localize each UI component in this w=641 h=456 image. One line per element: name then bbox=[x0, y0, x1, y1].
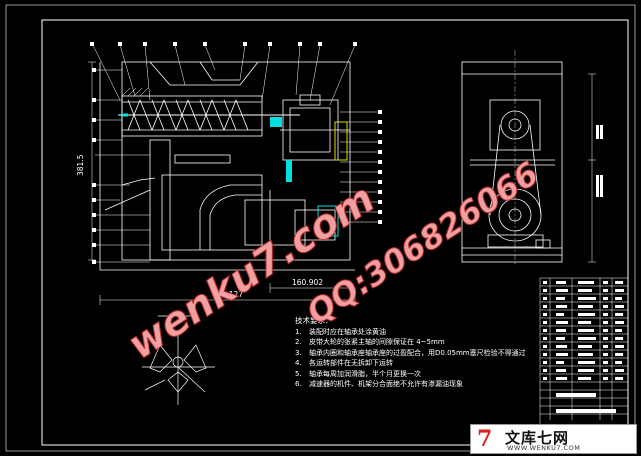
site-logo[interactable]: 7 文库七网 WWW.WENKU7.COM bbox=[470, 424, 637, 454]
tech-requirement-item: 4.各运转部件在无拆卸下运转 bbox=[295, 359, 393, 367]
dim-width-total: 431.127 bbox=[212, 290, 244, 299]
dim-width-partial: 160.902 bbox=[292, 278, 324, 287]
leader-lines-right bbox=[340, 111, 378, 223]
leader-lines-left bbox=[95, 69, 150, 263]
technical-requirements: 技术要求： 1.装配时应在轴承处涂黄油 2.皮带大轮的张紧主轴的间隙保证在 4~… bbox=[295, 316, 565, 390]
tech-requirement-item: 2.皮带大轮的张紧主轴的间隙保证在 4~5mm bbox=[295, 338, 445, 346]
title-block-glyphs bbox=[543, 281, 624, 413]
tech-requirements-title: 技术要求： bbox=[295, 316, 333, 325]
logo-name: 文库七网 bbox=[505, 429, 570, 447]
dim-height-left: 381.5 bbox=[76, 154, 85, 176]
detail-view bbox=[142, 315, 215, 405]
tech-requirement-item: 3.轴承内圈和轴承座轴承座的过盈配合，用D0.05mm塞尺检验不得通过 bbox=[295, 348, 526, 357]
tech-requirement-item: 1.装配时应在轴承处涂黄油 bbox=[295, 327, 386, 336]
tech-requirement-item: 6.减速器的机件、机架分合面绝不允许有渗漏油现象 bbox=[295, 380, 463, 388]
leader-markers-left bbox=[92, 68, 96, 264]
logo-mark: 7 bbox=[477, 426, 493, 452]
tech-requirement-item: 5.轴承每周加润滑脂，半个月更换一次 bbox=[295, 369, 421, 378]
side-view bbox=[461, 50, 596, 265]
side-view-small-dims bbox=[596, 125, 603, 197]
title-block bbox=[539, 277, 629, 446]
front-view bbox=[88, 61, 356, 305]
leader-lines-top bbox=[92, 44, 356, 106]
leader-markers-top bbox=[90, 42, 357, 46]
logo-url: WWW.WENKU7.COM bbox=[507, 444, 581, 452]
section-accents bbox=[122, 113, 348, 237]
leader-markers-right bbox=[378, 110, 382, 224]
